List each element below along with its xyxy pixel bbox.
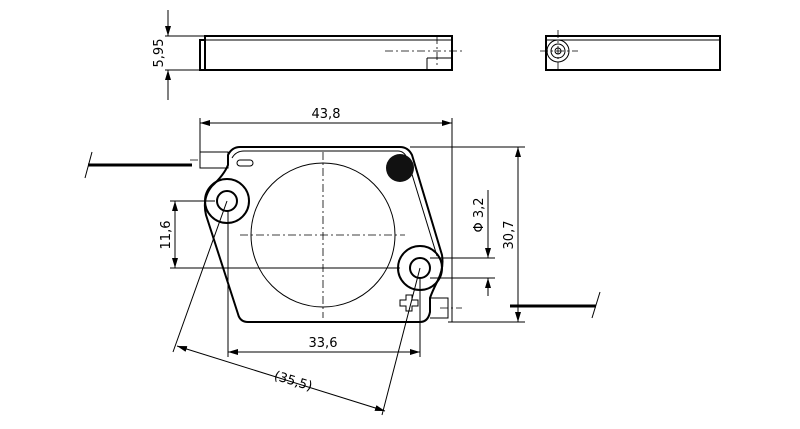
dimension-hole-diameter: Φ 3,2 bbox=[430, 190, 495, 296]
dimension-label-11-6: 11,6 bbox=[159, 221, 174, 250]
side-view-front bbox=[199, 35, 462, 71]
dimension-label-33-6: 33,6 bbox=[309, 336, 338, 351]
dimension-label-5-95: 5,95 bbox=[152, 39, 167, 68]
dimension-label-diameter-3-2: Φ 3,2 bbox=[472, 197, 487, 232]
dimension-label-43-8: 43,8 bbox=[312, 107, 341, 122]
cable-left bbox=[84, 151, 192, 179]
dimension-overall-height: 30,7 bbox=[410, 146, 525, 323]
dimension-height-side: 5,95 bbox=[152, 10, 205, 100]
dimension-hole-horizontal: 33,6 bbox=[227, 210, 421, 357]
side-view-right bbox=[540, 30, 721, 72]
dimension-hole-diagonal: (35,5) bbox=[172, 200, 421, 416]
cable-right bbox=[510, 291, 601, 319]
led-indicator bbox=[386, 154, 414, 182]
dimension-hole-vertical: 11,6 bbox=[159, 200, 400, 269]
plus-mark-icon bbox=[399, 294, 419, 312]
dimension-label-30-7: 30,7 bbox=[502, 221, 517, 250]
dimension-label-35-5: (35,5) bbox=[272, 369, 314, 395]
top-view-housing bbox=[190, 146, 462, 323]
dimension-overall-width: 43,8 bbox=[199, 107, 453, 322]
